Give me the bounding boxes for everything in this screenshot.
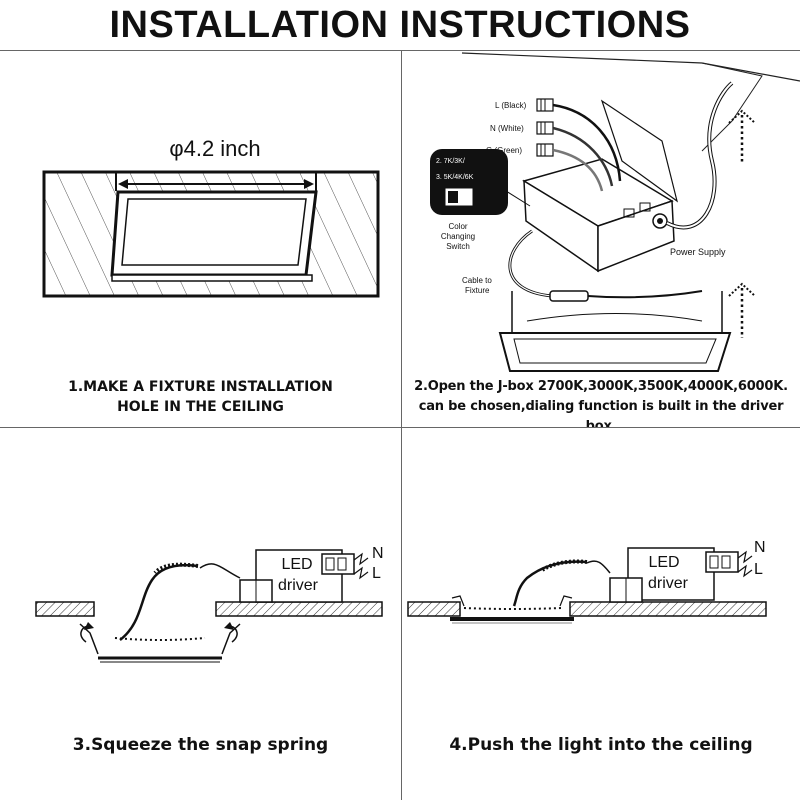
- step-1-caption-line1: 1.MAKE A FIXTURE INSTALLATION: [68, 379, 333, 395]
- wire-connectors: [536, 98, 554, 157]
- ceiling-board-right: [569, 601, 767, 617]
- step-1-caption: 1.MAKE A FIXTURE INSTALLATION HOLE IN TH…: [0, 377, 401, 417]
- squeeze-arrow-icon: [224, 622, 238, 643]
- squeeze-arrow-icon: [80, 622, 94, 643]
- push-light-diagram: LED driver N L: [407, 539, 767, 624]
- up-arrow-icon: [728, 282, 756, 338]
- driver-label-led: LED: [281, 556, 312, 573]
- junction-box-diagram: Power Supply L (Black) N (White) G (Gree…: [430, 52, 800, 372]
- step-2-panel: Power Supply L (Black) N (White) G (Gree…: [402, 50, 800, 428]
- terminal-l: L: [754, 561, 763, 578]
- step-4-caption: 4.Push the light into the ceiling: [449, 735, 753, 755]
- cable-label-1: Cable to: [462, 276, 492, 285]
- step-2-caption-line2: can be chosen,dialing function is built …: [418, 399, 784, 428]
- terminal-n: N: [754, 539, 766, 556]
- step-2-caption-line1: 2.Open the J-box 2700K,3000K,3500K,4000K…: [414, 379, 788, 394]
- diameter-label: φ4.2 inch: [169, 136, 260, 161]
- wire-n-label: N (White): [490, 124, 524, 133]
- ceiling-hole-diagram: φ4.2 inch: [42, 136, 380, 298]
- terminal-l: L: [372, 565, 381, 582]
- ceiling-board-left: [35, 601, 95, 617]
- page-title: INSTALLATION INSTRUCTIONS: [109, 4, 691, 46]
- driver-label-led: LED: [648, 554, 679, 571]
- switch-slider: [448, 191, 458, 203]
- wire-l-label: L (Black): [495, 101, 527, 110]
- power-supply-label: Power Supply: [670, 247, 726, 257]
- ceiling-board-left: [407, 601, 461, 617]
- step-3-caption: 3.Squeeze the snap spring: [72, 735, 329, 755]
- up-arrow-icon: [728, 109, 756, 163]
- switch-label-1: Color: [448, 222, 467, 231]
- driver-label-driver: driver: [278, 577, 319, 594]
- driver-label-driver: driver: [648, 575, 689, 592]
- step-2-caption: 2.Open the J-box 2700K,3000K,3500K,4000K…: [402, 377, 800, 428]
- step-4-panel: LED driver N L 4.Push the light into the…: [402, 428, 800, 800]
- cable-label-2: Fixture: [465, 286, 490, 295]
- step-3-panel: LED driver N L 3.Squeeze the snap spring: [0, 428, 402, 800]
- wire-g-label: G (Green): [486, 146, 522, 155]
- squeeze-spring-diagram: LED driver N L: [35, 545, 384, 663]
- switch-label-2: Changing: [441, 232, 475, 241]
- ceiling-board-right: [215, 601, 383, 617]
- step-1-caption-line2: HOLE IN THE CEILING: [117, 399, 284, 415]
- switch-option-2: 3. 5K/4K/6K: [436, 174, 474, 181]
- terminal-n: N: [372, 545, 384, 562]
- switch-label-3: Switch: [446, 242, 470, 251]
- switch-option-1: 2. 7K/3K/: [436, 158, 465, 165]
- step-1-panel: φ4.2 inch 1.MAKE A FIXTURE INSTALLATION …: [0, 50, 402, 428]
- cable-connector: [549, 290, 589, 302]
